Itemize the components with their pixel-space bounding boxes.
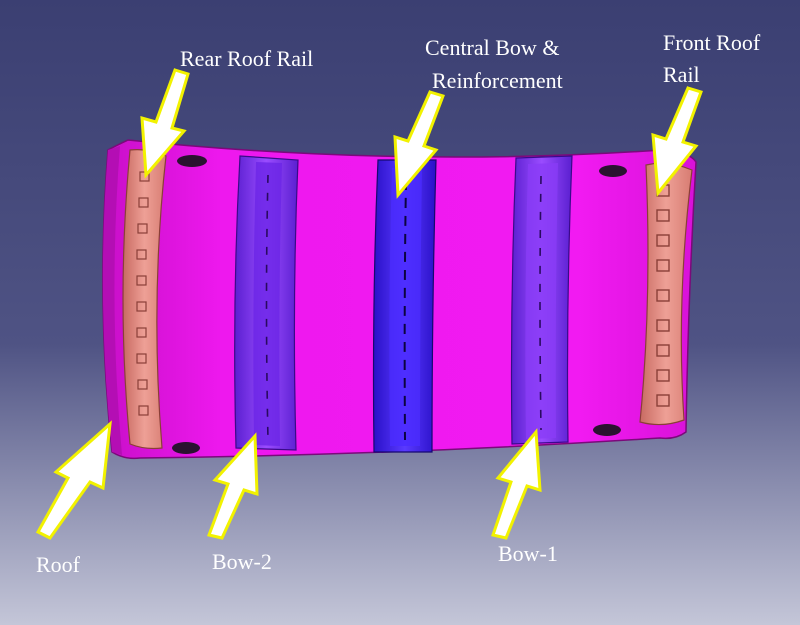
- label-bow-2: Bow-2: [212, 549, 272, 574]
- arrow-front-roof-rail: [651, 86, 703, 197]
- arrow-roof: [35, 420, 112, 540]
- roof-hole: [593, 424, 621, 436]
- label-roof: Roof: [36, 552, 80, 577]
- front-roof-rail: [639, 162, 693, 426]
- label-bow-1: Bow-1: [498, 541, 558, 566]
- roof-hole: [599, 165, 627, 177]
- arrow-rear-roof-rail: [140, 68, 190, 179]
- bow-1: [510, 155, 573, 445]
- label-rear-roof-rail: Rear Roof Rail: [180, 46, 314, 71]
- label-central-bow-line2: Reinforcement: [432, 68, 563, 93]
- arrow-central-bow: [393, 90, 445, 199]
- roof-hole: [172, 442, 200, 454]
- roof-hole: [177, 155, 207, 167]
- arrow-bow-2: [206, 432, 259, 540]
- rear-roof-rail: [122, 149, 167, 450]
- arrow-bow-1: [491, 428, 542, 540]
- label-central-bow-line1: Central Bow &: [425, 35, 560, 60]
- label-front-roof-rail-line2: Rail: [663, 62, 700, 87]
- bow-2: [234, 155, 299, 451]
- label-front-roof-rail-line1: Front Roof: [663, 30, 761, 55]
- central-bow: [372, 159, 437, 453]
